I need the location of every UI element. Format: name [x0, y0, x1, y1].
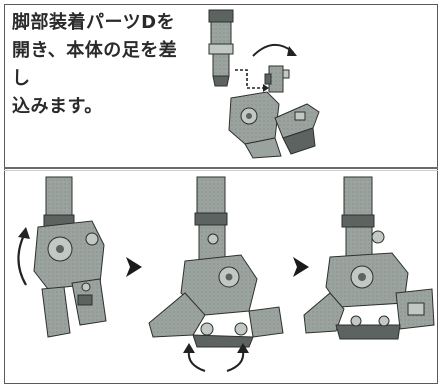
- top-assembly-illustration: [208, 9, 320, 159]
- step-3-illustration: [303, 176, 435, 340]
- instruction-line-2: 開き、本体の足を差し: [12, 40, 178, 89]
- step-1-illustration: [17, 176, 107, 338]
- step-arrow-1: [126, 257, 142, 277]
- rotate-arrow-top: [252, 44, 297, 57]
- section-divider: [4, 167, 438, 169]
- instruction-line-3: 込みます。: [12, 96, 103, 117]
- instruction-frame: [4, 4, 438, 384]
- step-2-illustration: [148, 176, 284, 372]
- foot-assembly-open: [228, 91, 320, 159]
- leg-part: [208, 9, 234, 87]
- step-arrow-2: [293, 257, 309, 277]
- foot-parts-open: [148, 254, 284, 348]
- rotate-arrow-left: [17, 227, 30, 286]
- leg-column-step-2: [194, 176, 228, 262]
- instruction-text: 脚部装着パーツDを 開き、本体の足を差し 込みます。: [12, 9, 187, 121]
- section-divider-light: [4, 170, 438, 171]
- part-d: [264, 65, 290, 93]
- instruction-line-1: 脚部装着パーツDを: [12, 12, 176, 33]
- leg-side-view: [33, 176, 107, 338]
- rotate-arrows-bottom: [183, 343, 249, 372]
- insertion-arrow: [235, 69, 269, 92]
- completed-leg: [303, 176, 435, 340]
